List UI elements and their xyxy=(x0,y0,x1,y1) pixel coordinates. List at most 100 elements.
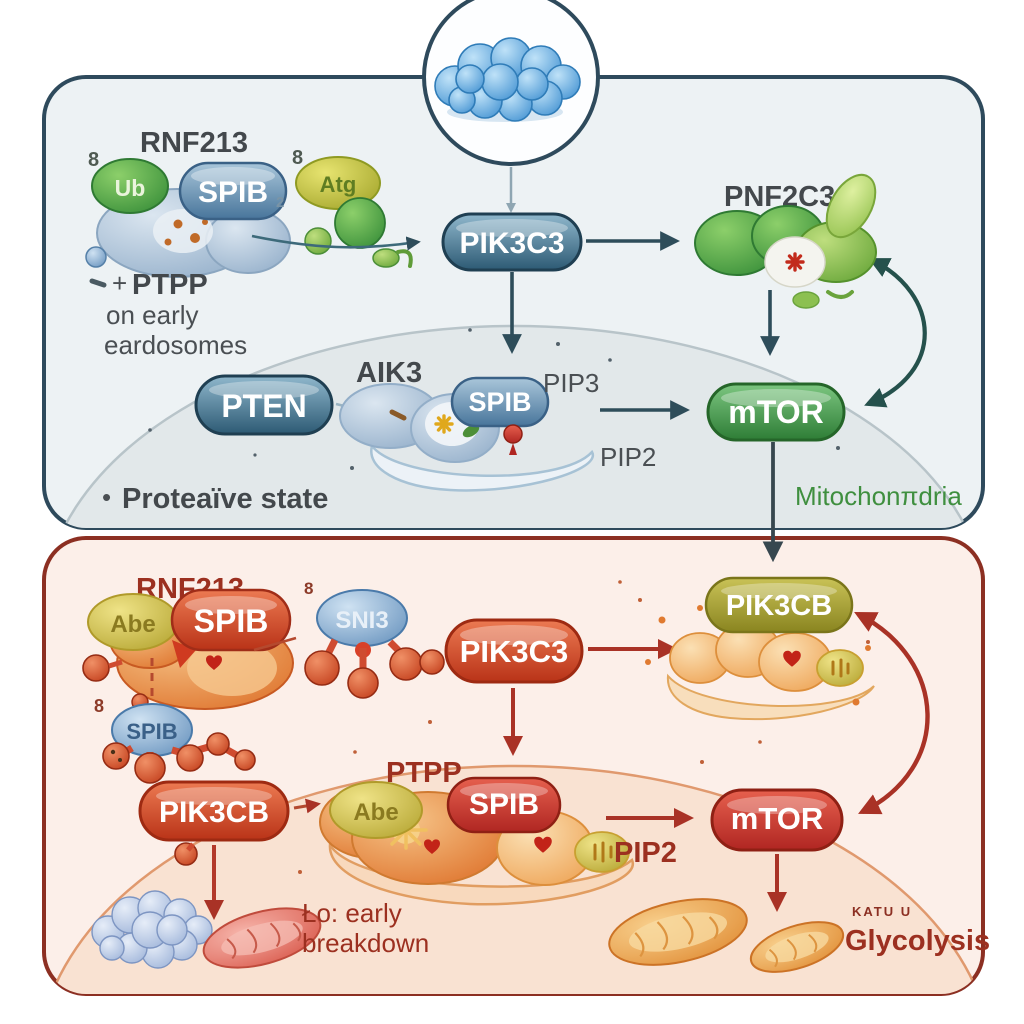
spib-label-membrane: SPIB xyxy=(468,387,531,417)
ptpp-line3: eardosomes xyxy=(104,330,247,360)
spib-pill-bottom-left xyxy=(170,588,292,652)
mitochondria-small-icon xyxy=(749,921,845,973)
link-to-sni3 xyxy=(253,636,297,652)
pill-highlight xyxy=(156,787,272,805)
spib-blue-label: SPIB xyxy=(126,719,177,744)
mtor-pill-top xyxy=(706,382,846,442)
cargo-specks xyxy=(164,219,208,246)
spib-label-mid: SPIB xyxy=(469,788,539,821)
red-drop-tail xyxy=(509,443,517,455)
breakdown-line1: Ło: early xyxy=(302,898,402,928)
pten-pill xyxy=(194,374,334,436)
rnf213-complex-bottom: RNF213 Abe SPIB xyxy=(82,573,297,712)
mtor-label-top: mTOR xyxy=(728,394,823,430)
ptpp-line2: on early xyxy=(106,300,199,330)
arrow-complex-to-pik3c3 xyxy=(251,234,421,251)
feedback-curve-bottom xyxy=(854,611,930,815)
spib-pill-mid xyxy=(446,776,562,834)
mitochondria-large-icon xyxy=(608,898,748,966)
abe-oval-mid xyxy=(329,781,423,839)
red-sphere1 xyxy=(82,654,110,682)
glyph-8-atg: 8 xyxy=(292,147,303,169)
glycolysis-small-label: KATU U xyxy=(852,904,912,919)
glycolysis-label: Glycolysis xyxy=(845,925,990,957)
sni3-label: SNI3 xyxy=(335,607,388,634)
pik3c3-node-top: PIK3C3 xyxy=(441,212,583,272)
yellow-asterisk-icon xyxy=(434,414,454,434)
feedback-curve-top xyxy=(864,258,927,408)
pik3cb-pill-yellow xyxy=(704,576,854,634)
pik3cb-left-cluster: 8 SPIB PIK3CB xyxy=(94,696,290,866)
mtor-node-bottom: mTOR xyxy=(710,788,844,852)
speck xyxy=(118,758,122,762)
red-shard xyxy=(172,640,196,668)
pill-highlight xyxy=(721,583,837,599)
glyph-2: 2 xyxy=(276,194,284,211)
cell-membrane-top xyxy=(44,324,983,528)
cluster-blob1 xyxy=(134,752,166,784)
red-asterisk-icon xyxy=(785,252,805,272)
atg-green-dot1 xyxy=(304,227,332,255)
neck1 xyxy=(108,659,123,669)
state-bullet: • xyxy=(102,482,111,512)
atg-squiggle xyxy=(396,249,413,268)
atg-green-dot2 xyxy=(372,248,400,268)
pill-highlight xyxy=(456,219,568,237)
pip3-label: PIP3 xyxy=(543,368,599,398)
pip2-label-top: PIP2 xyxy=(600,442,656,472)
cluster-blob4 xyxy=(206,732,230,756)
red-drop-icon xyxy=(503,424,523,444)
cofactor-glyph2 xyxy=(593,841,613,863)
pik3c3-label-top: PIK3C3 xyxy=(459,227,564,260)
pip2-label-bottom: PIP2 xyxy=(614,837,677,869)
mtor-pill-bottom xyxy=(710,788,844,852)
sni3-blob3 xyxy=(389,647,423,681)
pnf2c3-squiggle xyxy=(826,290,854,299)
sni3-cluster: 8 SNI3 xyxy=(304,579,445,699)
rnf213-label-top: RNF213 xyxy=(140,127,248,159)
atg-complex: 8 Atg 2 xyxy=(276,147,413,268)
dash-mark xyxy=(89,278,107,288)
membrane-complex-top: AIK3 SPIB PIP3 PIP2 xyxy=(339,357,656,492)
glyph-8-mid: 8 xyxy=(304,579,313,598)
mitochondria-label: Mitochonπdria xyxy=(795,481,962,511)
pill-highlight xyxy=(727,796,827,814)
autophagosome-cluster-icon xyxy=(91,890,213,969)
brain-circle xyxy=(422,0,600,213)
pik3cb-yellow-node: PIK3CB xyxy=(645,576,875,721)
breakdown-line2: breakdown xyxy=(302,928,429,958)
vesicle-dot xyxy=(85,246,107,268)
pten-label: PTEN xyxy=(221,388,306,424)
pill-highlight xyxy=(721,389,831,407)
ub-oval xyxy=(91,158,169,214)
pik3cb-label-red: PIK3CB xyxy=(159,796,269,829)
glyph-8-left: 8 xyxy=(88,149,99,171)
pnf2c3-bit xyxy=(792,291,820,309)
pill-highlight xyxy=(460,625,568,645)
rnf213-complex-top: RNF213 8 Ub SPIB xyxy=(85,127,291,288)
membrane-swirl-top xyxy=(370,443,595,492)
breakdown-caption: Ło: early breakdown xyxy=(302,898,429,958)
atg-label: Atg xyxy=(320,172,357,197)
mtor-label-bottom: mTOR xyxy=(731,801,823,836)
spib-label-bottom-left: SPIB xyxy=(194,603,269,639)
spib-pill-membrane xyxy=(450,376,550,428)
atg-oval xyxy=(295,156,381,210)
pill-highlight xyxy=(191,167,275,185)
pik3cb-pill-red xyxy=(138,780,290,842)
spib-pill-top xyxy=(178,161,288,221)
orange-specks xyxy=(645,605,871,706)
protective-state-label: Proteaïve state xyxy=(122,483,328,515)
state-caption-top: • Proteaïve state xyxy=(102,482,328,515)
pill-highlight xyxy=(185,596,277,614)
sni3-blob2 xyxy=(347,667,379,699)
abe-label-mid: Abe xyxy=(353,799,398,826)
capsule-icon xyxy=(825,173,877,239)
damaged-mitochondria-icon xyxy=(202,907,322,969)
leaf-icon xyxy=(462,424,480,438)
mtor-node-top: mTOR xyxy=(706,382,846,442)
sni3-blob1 xyxy=(304,650,340,686)
pten-node: PTEN xyxy=(194,374,467,436)
